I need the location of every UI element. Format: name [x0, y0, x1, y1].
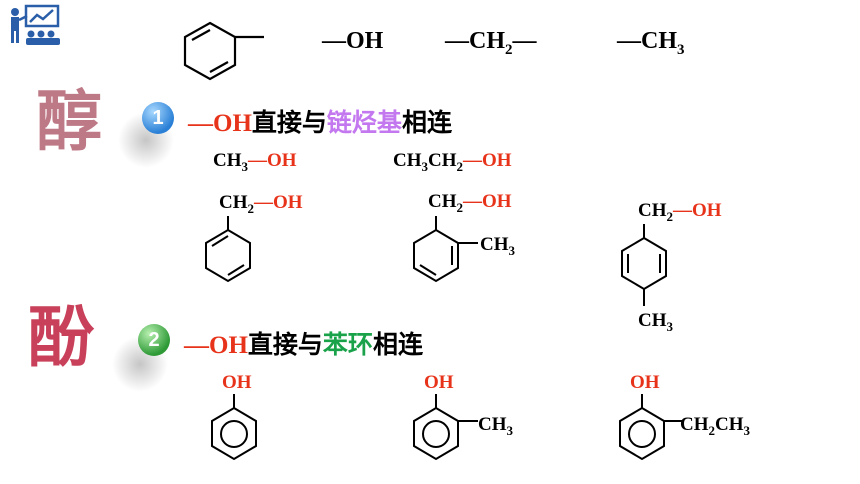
benzene-ring-ethylphenol: [619, 394, 682, 461]
presenter-with-audience-icon: [6, 4, 62, 53]
hydroxyl-group: —OH: [322, 28, 384, 54]
benzene-ring-phenol: [211, 394, 257, 461]
phenol-definition: —OH直接与苯环相连: [184, 330, 423, 359]
benzene-ring-benzyl-alcohol: [205, 216, 251, 283]
phenol-character: 酚: [28, 298, 94, 376]
benzyl-alcohol-label: CH2—OH: [219, 192, 303, 216]
cresol-methyl-substituent: CH3: [478, 414, 513, 438]
methyl-substituent: CH3: [480, 234, 515, 258]
benzene-ring-ortho-methyl: [413, 216, 478, 283]
phenol-oh-label: OH: [222, 372, 252, 393]
methanol-formula: CH3—OH: [213, 150, 297, 174]
benzene-ring-cresol: [413, 394, 478, 461]
benzene-ring-top: [183, 21, 264, 81]
section-number-badge: 1: [142, 102, 174, 134]
methyl-group: —CH3: [617, 28, 685, 58]
ethanol-formula: CH3CH2—OH: [393, 150, 512, 174]
para-methylbenzyl-alcohol-label: CH2—OH: [638, 200, 722, 224]
benzene-ring-para-methyl: [621, 224, 667, 306]
alcohol-character: 醇: [36, 82, 102, 160]
cresol-oh-label: OH: [424, 372, 454, 393]
para-methyl-substituent: CH3: [638, 310, 673, 334]
methylbenzyl-alcohol-label: CH2—OH: [428, 191, 512, 215]
methylene-group: —CH2—: [445, 28, 537, 58]
alcohol-definition: —OH直接与链烃基相连: [188, 108, 452, 137]
ethyl-substituent: CH2CH3: [680, 414, 750, 438]
section-number-badge: 2: [138, 324, 170, 356]
ethylphenol-oh-label: OH: [630, 372, 660, 393]
